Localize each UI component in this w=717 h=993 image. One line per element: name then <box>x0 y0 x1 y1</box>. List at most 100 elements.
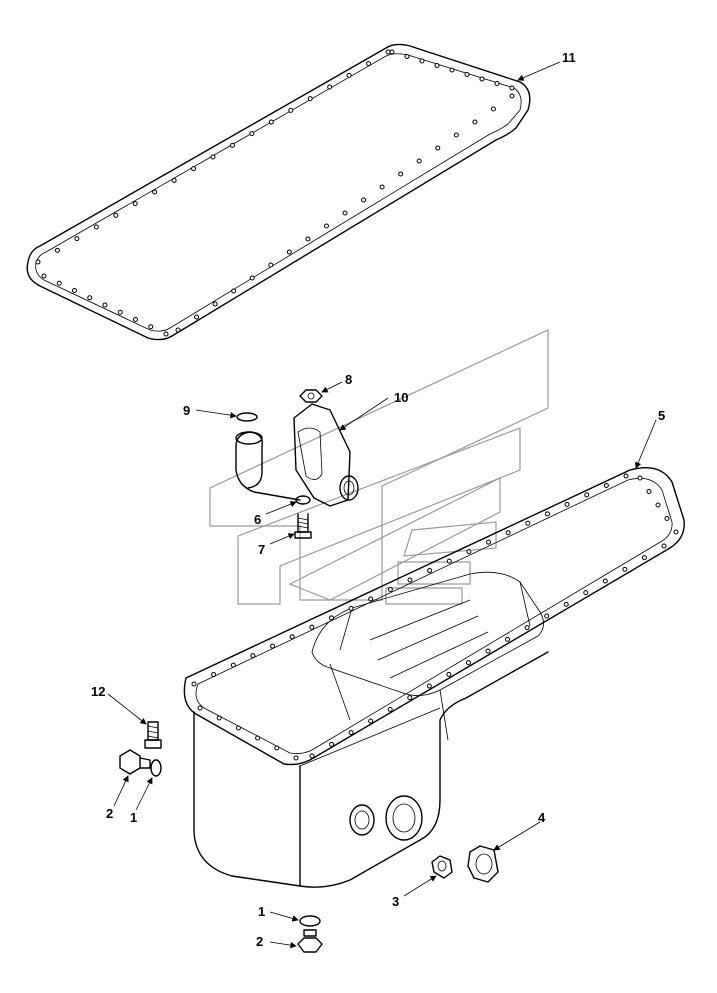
pan-bolt-hole <box>216 715 222 721</box>
gasket-bolt-hole <box>148 324 154 330</box>
plug-part-2-bottom <box>297 929 323 953</box>
gasket-bolt-hole <box>268 119 274 125</box>
leader-2-left <box>113 775 129 807</box>
pan-bolt-hole <box>348 730 354 736</box>
gasket-part-11 <box>26 43 531 341</box>
gasket-bolt-hole <box>389 49 395 55</box>
leader-4 <box>493 821 541 851</box>
pan-bolt-hole <box>328 615 334 621</box>
pan-bolt-hole <box>637 475 643 481</box>
plug-part-12 <box>144 721 162 749</box>
pan-bolt-hole <box>191 681 197 687</box>
washer-part-6 <box>295 495 311 505</box>
gasket-bolt-hole <box>398 171 404 177</box>
pan-bolt-hole <box>446 558 452 564</box>
pan-bolt-hole <box>407 695 413 701</box>
pan-bolt-hole <box>664 516 670 521</box>
o-ring-part-9 <box>236 412 258 422</box>
bolt-part-7 <box>294 513 312 539</box>
pan-bolt-hole <box>622 566 628 572</box>
gasket-bolt-hole <box>346 72 352 78</box>
gasket-bolt-hole <box>93 224 99 230</box>
pan-bolt-hole <box>427 568 433 574</box>
pan-bolt-hole <box>646 489 652 494</box>
gasket-bolt-hole <box>133 317 138 322</box>
callout-2-bottom: 2 <box>256 934 263 949</box>
callout-5: 5 <box>658 408 665 423</box>
pan-bolt-hole <box>602 578 608 584</box>
pan-bolt-hole <box>563 601 569 607</box>
leader-11 <box>517 61 561 81</box>
leader-8 <box>321 381 343 393</box>
callout-2-left: 2 <box>106 806 113 821</box>
pan-bolt-hole <box>407 577 413 583</box>
pan-bolt-hole <box>524 625 530 631</box>
pan-bolt-hole <box>544 511 550 517</box>
gasket-bolt-hole <box>56 280 62 286</box>
pan-bolt-hole <box>673 529 679 535</box>
pan-bolt-hole <box>465 660 471 666</box>
leader-10 <box>339 397 389 431</box>
pan-bolt-hole <box>485 648 491 654</box>
gasket-bolt-hole <box>35 259 41 265</box>
pan-bolt-hole <box>274 745 280 751</box>
pan-bolt-hole <box>309 753 315 759</box>
callout-7: 7 <box>258 542 265 557</box>
pan-bolt-hole <box>230 662 236 668</box>
gasket-bolt-hole <box>249 275 255 281</box>
gasket-bolt-hole <box>494 81 500 86</box>
pan-bolt-hole <box>387 586 393 592</box>
gasket-bolt-hole <box>113 212 119 218</box>
pan-bolt-hole <box>197 705 203 711</box>
pan-bolt-hole <box>329 741 335 747</box>
pan-bolt-hole <box>525 520 531 526</box>
gasket-bolt-hole <box>509 85 515 91</box>
gasket-bolt-hole <box>117 309 123 315</box>
gasket-bolt-hole <box>327 84 333 90</box>
gasket-bolt-hole <box>132 201 138 207</box>
seal-ring-part-1-left <box>150 759 162 777</box>
pan-bolt-hole <box>255 735 261 741</box>
pan-bolt-hole <box>583 590 589 596</box>
gasket-bolt-hole <box>305 236 311 242</box>
gasket-bolt-hole <box>509 93 515 99</box>
gasket-bolt-hole <box>163 331 169 337</box>
gasket-bolt-hole <box>268 262 274 268</box>
gasket-bolt-hole <box>175 327 181 333</box>
pan-bolt-hole <box>486 539 492 545</box>
pan-bolt-hole <box>564 501 570 507</box>
pan-bolt-hole <box>270 643 276 649</box>
gasket-bolt-hole <box>404 54 410 59</box>
watermark-logo <box>209 329 549 605</box>
pan-bolt-hole <box>466 549 472 555</box>
gasket-bolt-hole <box>74 236 80 242</box>
gasket-bolt-hole <box>416 158 422 164</box>
gasket-bolt-hole <box>54 247 60 253</box>
gasket-bolt-hole <box>472 119 478 125</box>
pan-bolt-hole <box>505 636 511 642</box>
gasket-bolt-hole <box>191 166 197 172</box>
gasket-bolt-hole <box>288 107 294 113</box>
callout-10: 10 <box>394 390 408 405</box>
gasket-bolt-hole <box>419 58 425 64</box>
gasket-bolt-hole <box>366 61 372 67</box>
gasket-bolt-hole <box>102 302 108 308</box>
pan-bolt-hole <box>661 543 667 549</box>
gasket-bolt-hole <box>385 49 391 55</box>
gasket-bolt-hole <box>490 106 496 112</box>
leader-5 <box>635 419 657 469</box>
pan-bolt-hole <box>293 755 299 761</box>
callout-labels: 11 8 9 10 5 6 7 12 2 1 4 3 1 2 <box>91 50 665 949</box>
tube-bracket-part-10 <box>235 403 359 507</box>
callout-6: 6 <box>254 512 261 527</box>
pan-bolt-hole <box>368 596 374 602</box>
plug-part-3 <box>431 855 453 879</box>
gasket-bolt-hole <box>307 96 313 102</box>
gasket-bolt-hole <box>453 132 459 138</box>
callout-11: 11 <box>562 50 576 65</box>
leader-lines <box>107 61 657 949</box>
pan-bolt-hole <box>584 492 590 498</box>
gasket-bolt-hole <box>212 301 218 307</box>
